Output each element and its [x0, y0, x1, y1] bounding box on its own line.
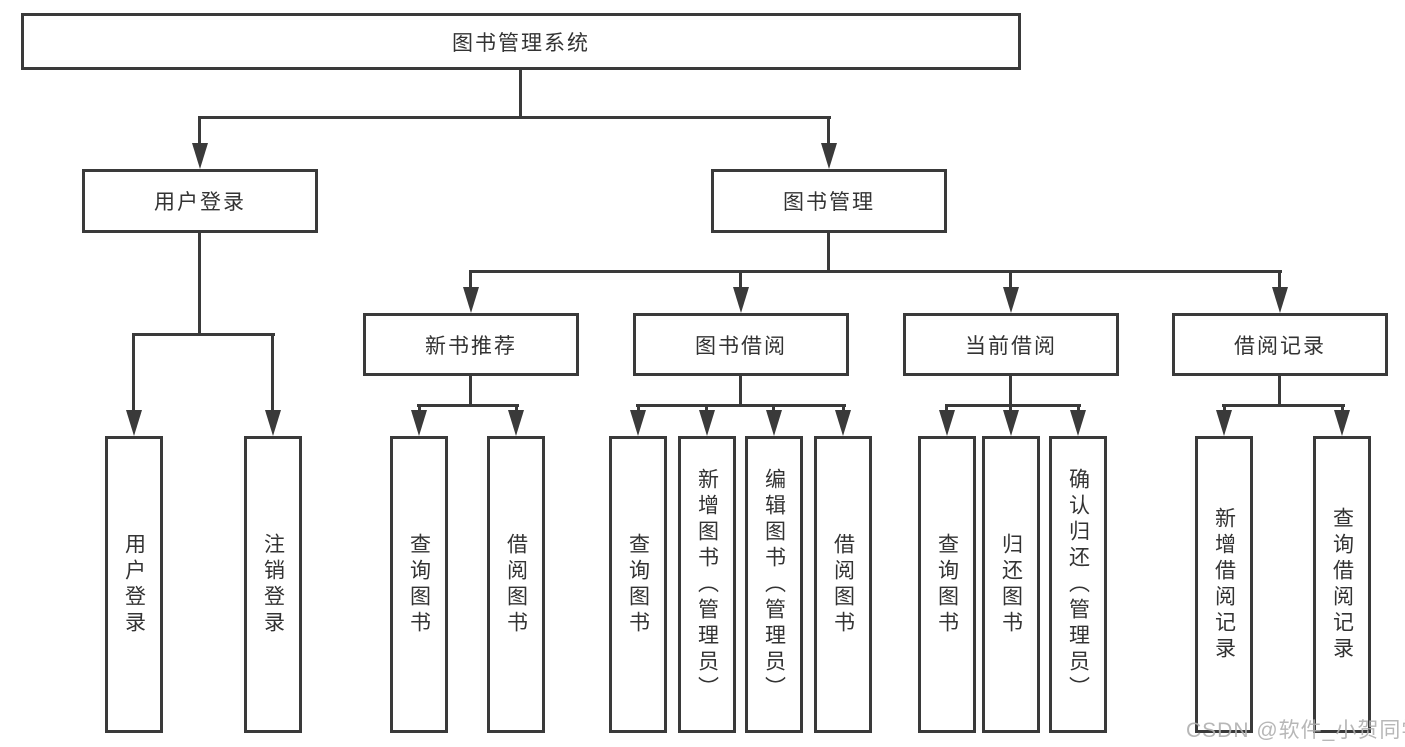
connector-drop-book-borrow [739, 270, 742, 290]
arrow-down-icon [1003, 287, 1019, 313]
leaf-return-book: 归还图书 [982, 436, 1040, 733]
connector-drop-leaf [1223, 404, 1226, 412]
leaf-query-book-rec: 查询图书 [390, 436, 448, 733]
arrow-down-icon [1216, 410, 1232, 436]
connector-drop-book-mgmt [827, 116, 830, 146]
connector-root-hline [198, 116, 831, 119]
leaf-edit-book-admin-label: 编辑图书（管理员） [762, 467, 786, 702]
leaf-edit-book-admin: 编辑图书（管理员） [745, 436, 803, 733]
arrow-down-icon [265, 410, 281, 436]
leaf-query-book-current-label: 查询图书 [935, 532, 959, 637]
leaf-borrow-book-borrow-label: 借阅图书 [831, 532, 855, 637]
arrow-down-icon [411, 410, 427, 436]
leaf-borrow-book-rec-label: 借阅图书 [504, 532, 528, 637]
arrow-down-icon [192, 143, 208, 169]
arrow-down-icon [1272, 287, 1288, 313]
csdn-watermark: CSDN @软件_小贺同学 [1186, 719, 1405, 742]
arrow-down-icon [1334, 410, 1350, 436]
leaf-query-book-rec-label: 查询图书 [407, 532, 431, 637]
leaf-return-book-label: 归还图书 [999, 532, 1023, 637]
connector-book-mgmt-stem [827, 233, 830, 273]
connector-drop-leaf [637, 404, 640, 412]
leaf-user-login: 用户登录 [105, 436, 163, 733]
connector-root-stem [519, 68, 522, 118]
node-book-borrow: 图书借阅 [633, 313, 849, 376]
node-root: 图书管理系统 [21, 13, 1021, 70]
node-user-login-label: 用户登录 [154, 191, 246, 214]
connector-new-book-rec-hline [417, 404, 519, 407]
arrow-down-icon [508, 410, 524, 436]
connector-book-borrow-hline [636, 404, 846, 407]
connector-book-mgmt-hline [469, 270, 1282, 273]
node-root-label: 图书管理系统 [452, 31, 590, 55]
connector-drop-leaf [515, 404, 518, 412]
connector-drop-leaf [1341, 404, 1344, 412]
leaf-confirm-return-admin-label: 确认归还（管理员） [1066, 467, 1090, 702]
leaf-add-book-admin-label: 新增图书（管理员） [695, 467, 719, 702]
connector-drop-current-borrow [1009, 270, 1012, 290]
node-current-borrow: 当前借阅 [903, 313, 1119, 376]
arrow-down-icon [126, 410, 142, 436]
arrow-down-icon [1003, 410, 1019, 436]
leaf-query-book-borrow: 查询图书 [609, 436, 667, 733]
connector-user-login-hline [132, 333, 275, 336]
connector-drop-borrow-record [1278, 270, 1281, 290]
arrow-down-icon [939, 410, 955, 436]
connector-drop-user-login [198, 116, 201, 146]
connector-drop-leaf [1077, 404, 1080, 412]
leaf-logout-label: 注销登录 [261, 532, 285, 637]
leaf-user-login-label: 用户登录 [122, 532, 146, 637]
arrow-down-icon [699, 410, 715, 436]
leaf-logout: 注销登录 [244, 436, 302, 733]
connector-drop-leaf [1009, 404, 1012, 412]
arrow-down-icon [733, 287, 749, 313]
arrow-down-icon [835, 410, 851, 436]
leaf-query-book-borrow-label: 查询图书 [626, 532, 650, 637]
leaf-query-book-current: 查询图书 [918, 436, 976, 733]
leaf-borrow-book-rec: 借阅图书 [487, 436, 545, 733]
arrow-down-icon [630, 410, 646, 436]
node-new-book-rec: 新书推荐 [363, 313, 579, 376]
connector-drop-leaf [705, 404, 708, 412]
leaf-add-borrow-record-label: 新增借阅记录 [1212, 506, 1236, 663]
connector-drop-leaf [271, 333, 274, 413]
node-user-login: 用户登录 [82, 169, 318, 233]
node-borrow-record-label: 借阅记录 [1234, 334, 1326, 358]
arrow-down-icon [1070, 410, 1086, 436]
arrow-down-icon [821, 143, 837, 169]
leaf-query-borrow-record: 查询借阅记录 [1313, 436, 1371, 733]
leaf-add-book-admin: 新增图书（管理员） [678, 436, 736, 733]
connector-borrow-record-hline [1222, 404, 1345, 407]
connector-user-login-stem [198, 233, 201, 336]
node-book-borrow-label: 图书借阅 [695, 334, 787, 358]
arrow-down-icon [766, 410, 782, 436]
connector-drop-leaf [132, 333, 135, 413]
connector-book-borrow-stem [739, 376, 742, 406]
node-current-borrow-label: 当前借阅 [965, 334, 1057, 358]
node-book-mgmt-label: 图书管理 [783, 191, 875, 214]
leaf-borrow-book-borrow: 借阅图书 [814, 436, 872, 733]
arrow-down-icon [463, 287, 479, 313]
connector-borrow-record-stem [1278, 376, 1281, 406]
node-borrow-record: 借阅记录 [1172, 313, 1388, 376]
node-book-mgmt: 图书管理 [711, 169, 947, 233]
leaf-confirm-return-admin: 确认归还（管理员） [1049, 436, 1107, 733]
connector-drop-leaf [772, 404, 775, 412]
connector-drop-new-book-rec [469, 270, 472, 290]
connector-drop-leaf [418, 404, 421, 412]
connector-current-borrow-stem [1009, 376, 1012, 406]
connector-drop-leaf [945, 404, 948, 412]
leaf-add-borrow-record: 新增借阅记录 [1195, 436, 1253, 733]
connector-new-book-rec-stem [469, 376, 472, 406]
node-new-book-rec-label: 新书推荐 [425, 334, 517, 358]
leaf-query-borrow-record-label: 查询借阅记录 [1330, 506, 1354, 663]
connector-drop-leaf [842, 404, 845, 412]
connector-current-borrow-hline [945, 404, 1081, 407]
